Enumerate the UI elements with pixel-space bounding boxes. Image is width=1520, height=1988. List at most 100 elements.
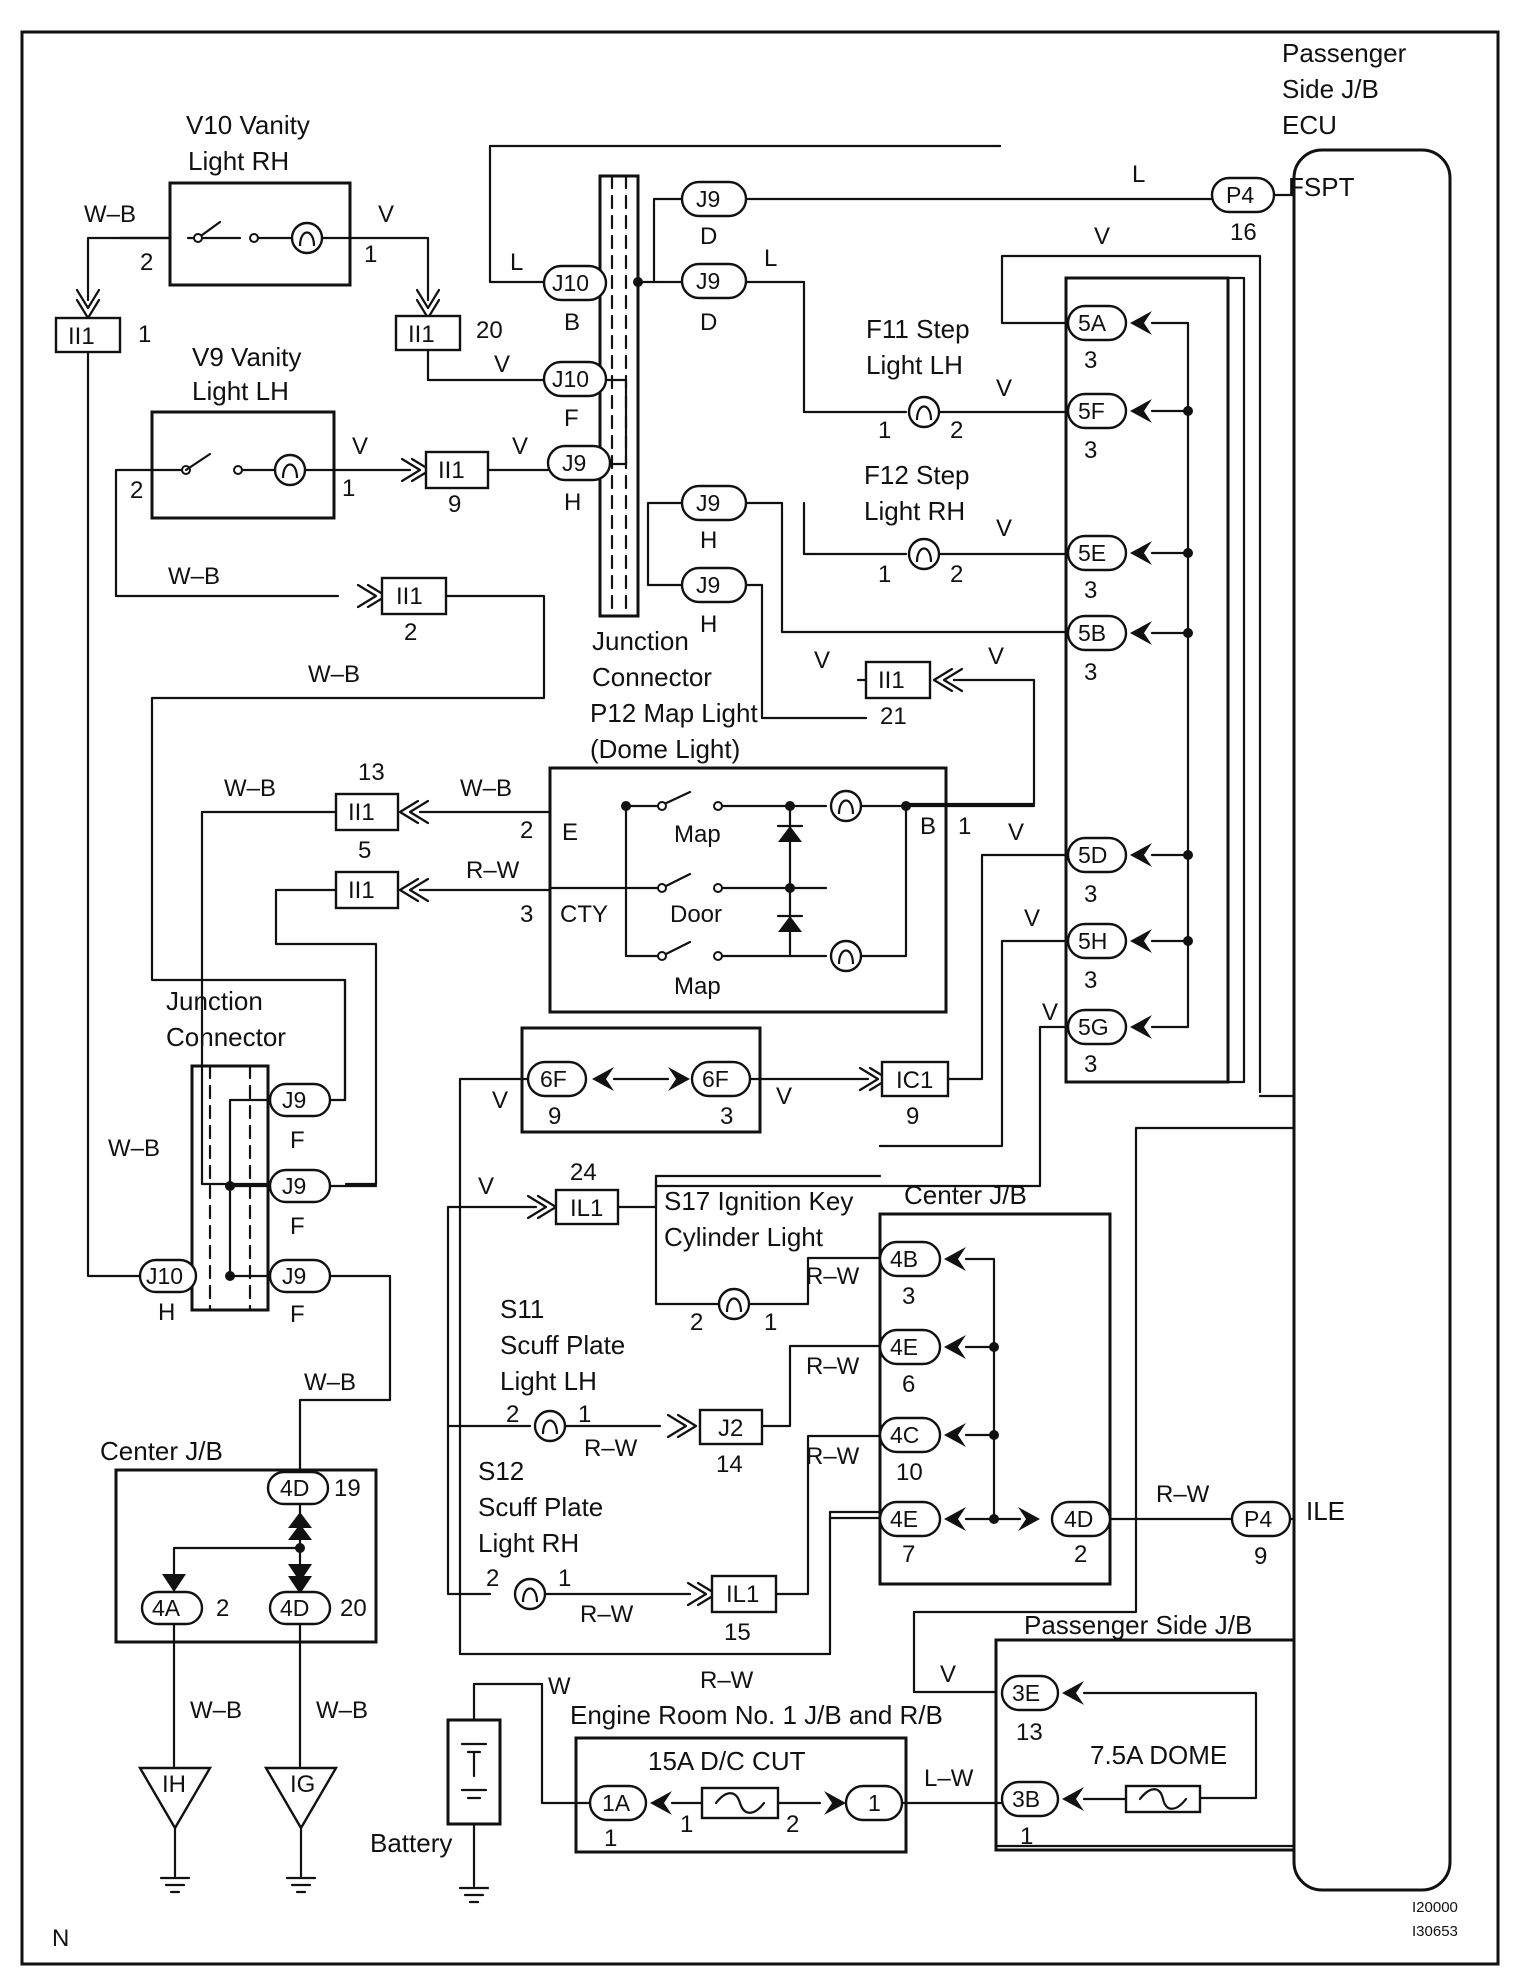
svg-text:3: 3 — [1084, 967, 1097, 994]
svg-text:Junction: Junction — [592, 626, 689, 656]
svg-text:6F: 6F — [540, 1066, 567, 1092]
svg-text:P4: P4 — [1244, 1506, 1272, 1532]
ecu-title-1: Passenger — [1282, 38, 1407, 68]
svg-text:P12 Map Light: P12 Map Light — [590, 698, 758, 728]
svg-text:5H: 5H — [1078, 928, 1107, 954]
svg-text:19: 19 — [334, 1475, 361, 1502]
ground-icon — [285, 1876, 317, 1894]
svg-text:1: 1 — [1020, 1823, 1033, 1850]
sheet-ref-top: I20000 — [1412, 1899, 1458, 1916]
passenger-jb-bottom — [994, 1638, 1296, 1852]
svg-text:IH: IH — [162, 1771, 186, 1798]
svg-text:W–B: W–B — [460, 775, 512, 802]
svg-text:IL1: IL1 — [726, 1581, 759, 1608]
svg-text:W–B: W–B — [308, 661, 360, 688]
connector-ii1-pin9 — [424, 450, 490, 490]
connector-4d-pin19 — [266, 1470, 330, 1506]
junction-connector-left — [190, 1064, 270, 1312]
bulb-icon — [533, 1409, 567, 1443]
svg-text:Connector: Connector — [592, 662, 712, 692]
svg-text:Center J/B: Center J/B — [100, 1436, 223, 1466]
svg-text:V: V — [1042, 999, 1058, 1026]
svg-text:W–B: W–B — [224, 775, 276, 802]
connector-5e — [1066, 534, 1128, 572]
bulb-icon — [717, 1287, 751, 1321]
svg-text:7: 7 — [902, 1541, 915, 1568]
svg-text:II1: II1 — [878, 667, 905, 694]
svg-text:Cylinder Light: Cylinder Light — [664, 1222, 824, 1252]
svg-text:2: 2 — [786, 1811, 799, 1838]
svg-text:F: F — [290, 1301, 305, 1328]
ecu-title-2: Side J/B — [1282, 74, 1379, 104]
svg-text:3B: 3B — [1012, 1786, 1040, 1812]
svg-text:20: 20 — [476, 317, 503, 344]
svg-text:S17 Ignition Key: S17 Ignition Key — [664, 1186, 853, 1216]
svg-text:4D: 4D — [280, 1475, 309, 1501]
svg-text:B: B — [920, 813, 936, 840]
bulb-icon — [829, 939, 863, 973]
svg-text:II1: II1 — [396, 583, 423, 610]
svg-text:L: L — [1132, 161, 1145, 188]
junction-connector-top — [598, 174, 640, 618]
ground-ig-icon — [263, 1766, 339, 1831]
p12-map-light — [548, 766, 948, 1014]
svg-text:1: 1 — [680, 1811, 693, 1838]
svg-text:J9: J9 — [562, 450, 586, 476]
svg-text:IG: IG — [290, 1771, 315, 1798]
svg-text:2: 2 — [950, 561, 963, 588]
svg-text:R–W: R–W — [806, 1443, 860, 1470]
svg-text:J10: J10 — [552, 366, 589, 392]
svg-text:J9: J9 — [282, 1087, 306, 1113]
bulb-icon — [907, 537, 941, 571]
svg-text:V: V — [494, 351, 510, 378]
svg-text:Engine Room No. 1 J/B and R/B: Engine Room No. 1 J/B and R/B — [570, 1700, 943, 1730]
svg-text:16: 16 — [1230, 219, 1257, 246]
svg-text:1: 1 — [578, 1401, 591, 1428]
svg-text:W: W — [548, 1673, 571, 1700]
center-jb-right — [878, 1212, 1112, 1586]
svg-text:Center J/B: Center J/B — [904, 1180, 1027, 1210]
svg-text:9: 9 — [906, 1103, 919, 1130]
svg-text:R–W: R–W — [584, 1435, 638, 1462]
svg-text:1: 1 — [604, 1825, 617, 1852]
svg-text:F: F — [290, 1213, 305, 1240]
svg-text:F: F — [564, 405, 579, 432]
connector-4e-pin6 — [878, 1328, 942, 1366]
svg-text:II1: II1 — [408, 321, 435, 348]
svg-text:R–W: R–W — [700, 1667, 754, 1694]
svg-text:S12: S12 — [478, 1456, 524, 1486]
svg-text:Light RH: Light RH — [478, 1528, 579, 1558]
connector-4e-pin7 — [878, 1500, 942, 1538]
svg-text:2: 2 — [506, 1401, 519, 1428]
svg-text:L–W: L–W — [924, 1765, 974, 1792]
svg-text:5E: 5E — [1078, 540, 1106, 566]
svg-text:R–W: R–W — [806, 1353, 860, 1380]
svg-text:14: 14 — [716, 1451, 743, 1478]
svg-text:V10 Vanity: V10 Vanity — [186, 110, 310, 140]
svg-text:CTY: CTY — [560, 901, 608, 928]
svg-text:1: 1 — [958, 813, 971, 840]
connector-il1-pin24 — [554, 1188, 620, 1226]
svg-text:V: V — [1024, 905, 1040, 932]
ground-icon — [159, 1876, 191, 1894]
v9-vanity-light-lh: V9 Vanity Light LH — [150, 342, 336, 520]
v10-vanity-light-rh: V10 Vanity Light RH — [118, 110, 352, 287]
connector-5f — [1066, 392, 1128, 430]
svg-text:V: V — [814, 647, 830, 674]
svg-text:Light RH: Light RH — [188, 146, 289, 176]
svg-text:7.5A DOME: 7.5A DOME — [1090, 1740, 1227, 1770]
passenger-jb-ecu — [1292, 148, 1452, 1892]
ecu-title-3: ECU — [1282, 110, 1337, 140]
svg-text:D: D — [700, 309, 717, 336]
svg-text:V9 Vanity: V9 Vanity — [192, 342, 301, 372]
svg-text:Map: Map — [674, 973, 721, 1000]
svg-text:H: H — [700, 611, 717, 638]
svg-text:5F: 5F — [1078, 398, 1105, 424]
svg-text:V: V — [1008, 819, 1024, 846]
svg-text:Connector: Connector — [166, 1022, 286, 1052]
svg-text:3: 3 — [1084, 659, 1097, 686]
svg-text:Passenger Side J/B: Passenger Side J/B — [1024, 1610, 1252, 1640]
svg-text:2: 2 — [404, 619, 417, 646]
svg-text:1: 1 — [558, 1565, 571, 1592]
svg-text:Battery: Battery — [370, 1828, 452, 1858]
